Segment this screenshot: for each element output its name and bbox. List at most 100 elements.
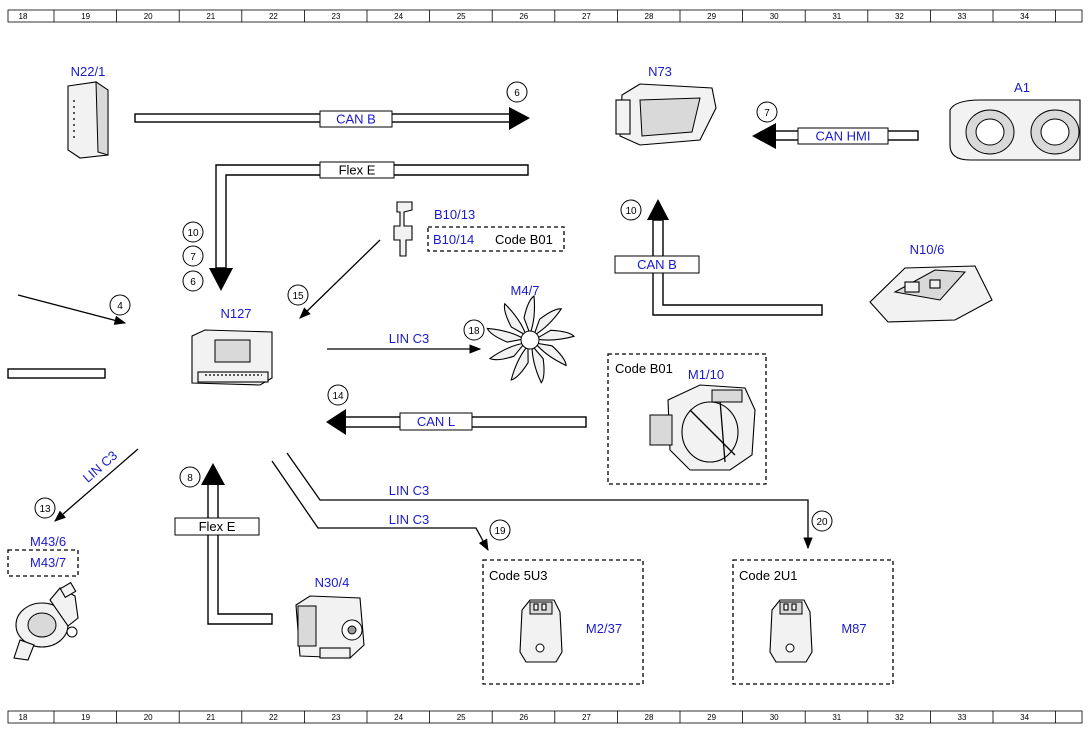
bus-flex-e-bottom: Flex E (174, 463, 273, 625)
ruler-label: 20 (144, 12, 153, 21)
callout-18 (463, 319, 485, 341)
callout-6-left-text: 6 (190, 277, 196, 288)
fan-blade (523, 295, 536, 336)
callout-20-text: 20 (816, 517, 828, 528)
label-n10-6: N10/6 (910, 242, 945, 257)
fan-blade (488, 342, 527, 361)
ruler-label: 34 (1020, 713, 1029, 722)
callout-13-text: 13 (39, 504, 51, 515)
callout-19-text: 19 (494, 526, 506, 537)
ruler-label: 26 (519, 713, 528, 722)
lin-line-m237 (271, 460, 489, 552)
code-box-b01-sensor (427, 226, 565, 252)
bus-label-flex-e-top: Flex E (339, 163, 376, 178)
signal-line-15 (299, 239, 381, 319)
callout-10-right (620, 199, 642, 221)
label-n30-4: N30/4 (315, 575, 350, 590)
signal-line-4 (17, 294, 127, 325)
ruler-label: 28 (645, 713, 654, 722)
bus-label-can-l: CAN L (417, 414, 455, 429)
ruler-label: 32 (895, 713, 904, 722)
component-m43-pump (13, 581, 79, 661)
label-m43-6: M43/6 (30, 534, 66, 549)
callout-20 (811, 510, 833, 532)
ruler-label: 25 (457, 713, 466, 722)
fan-blade (533, 342, 567, 367)
bus-label-can-b-top: CAN B (336, 112, 376, 127)
ruler-label: 20 (144, 713, 153, 722)
callout-7-left (182, 245, 204, 267)
callout-4-text: 4 (117, 301, 123, 312)
code-label-5u3: Code 5U3 (489, 568, 548, 583)
callout-8 (179, 466, 201, 488)
ruler-label: 23 (332, 12, 341, 21)
label-m1-10: M1/10 (688, 367, 724, 382)
fan-blade (510, 344, 529, 381)
code-box-m43-7 (7, 549, 79, 577)
component-n30-4 (295, 595, 365, 659)
callout-15-text: 15 (292, 291, 304, 302)
callout-18-text: 18 (468, 326, 480, 337)
fan-blade (534, 329, 576, 341)
component-m2-37 (519, 599, 563, 663)
bus-label-flex-e-bottom: Flex E (199, 519, 236, 534)
bus-can-b-top: CAN B (134, 107, 530, 130)
ruler-label: 22 (269, 713, 278, 722)
ruler-label: 33 (958, 12, 967, 21)
callout-6-top-text: 6 (514, 88, 520, 99)
ruler-label: 21 (206, 12, 215, 21)
label-a1: A1 (1014, 80, 1030, 95)
ruler-label: 29 (707, 713, 716, 722)
code-label-2u1: Code 2U1 (739, 568, 798, 583)
ruler-label: 18 (19, 12, 28, 21)
ruler-bar (7, 9, 1083, 23)
ruler-label: 27 (582, 12, 591, 21)
label-m87: M87 (841, 621, 866, 636)
code-box-2u1 (732, 559, 894, 685)
ruler-label: 21 (206, 713, 215, 722)
label-m4-7: M4/7 (511, 283, 540, 298)
bus-label-can-b-right: CAN B (637, 257, 677, 272)
code-box-5u3 (482, 559, 644, 685)
ruler-label: 30 (770, 12, 779, 21)
callout-19 (489, 519, 511, 541)
label-n127: N127 (220, 306, 251, 321)
callout-4 (109, 294, 131, 316)
bus-label-lin-c3-m47: LIN C3 (389, 331, 429, 346)
ruler-label: 19 (81, 12, 90, 21)
lin-line-m43 (54, 448, 139, 522)
ruler-label: 24 (394, 12, 403, 21)
bus-can-b-right: CAN B (614, 199, 823, 316)
bus-can-hmi: CAN HMI (752, 123, 919, 149)
callout-7-hmi (756, 101, 778, 123)
ruler-label: 29 (707, 12, 716, 21)
ruler-label: 24 (394, 713, 403, 722)
component-m87 (769, 599, 813, 663)
ruler-label: 34 (1020, 12, 1029, 21)
component-m4-7: M4/7 (486, 283, 576, 384)
bus-can-l: CAN L (326, 409, 587, 435)
callout-8-text: 8 (187, 473, 193, 484)
callout-10-left (182, 221, 204, 243)
component-n10-6: N10/6 (869, 242, 993, 323)
callout-10-right-text: 10 (625, 206, 637, 217)
component-n73: N73 (615, 64, 717, 146)
callout-13 (34, 497, 56, 519)
fan-blade (486, 327, 526, 343)
bus-label-can-hmi: CAN HMI (816, 129, 871, 144)
label-n22-1: N22/1 (71, 64, 106, 79)
component-b10-13: B10/13 (393, 201, 475, 257)
ruler-label: 31 (832, 12, 841, 21)
bus-label-lin-c3-m237: LIN C3 (389, 512, 429, 527)
component-a1: A1 (949, 80, 1081, 161)
ruler-label: 27 (582, 713, 591, 722)
ruler-label: 33 (958, 713, 967, 722)
ruler-label: 31 (832, 713, 841, 722)
ruler-label: 28 (645, 12, 654, 21)
bus-stub-left (7, 368, 106, 379)
callout-10-left-text: 10 (187, 228, 199, 239)
callout-15 (287, 284, 309, 306)
ruler-bar (7, 710, 1083, 724)
component-m1-10 (649, 384, 756, 471)
